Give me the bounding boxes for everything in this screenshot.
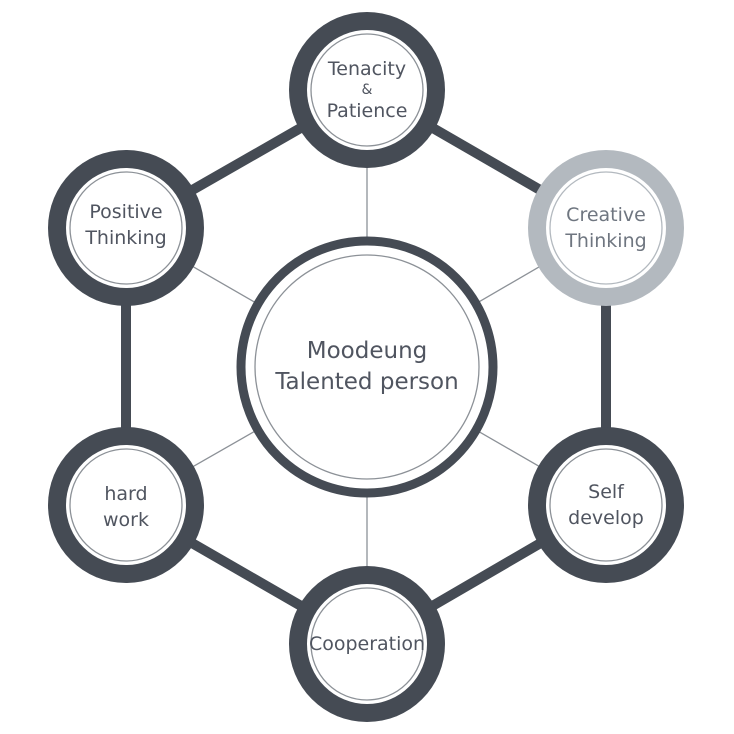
node-lower-left-line2: work — [103, 509, 149, 531]
node-lower-right-line1: Self — [588, 481, 624, 503]
node-top — [289, 12, 445, 168]
node-lower-left-line1: hard — [104, 483, 148, 505]
node-top-line1: Tenacity — [327, 58, 407, 80]
node-top-label: Tenacity & Patience — [297, 56, 437, 124]
node-upper-right-label: Creative Thinking — [536, 202, 676, 254]
node-lower-right-line2: develop — [568, 507, 644, 529]
node-lower-left-label: hard work — [56, 481, 196, 533]
node-upper-left-label: Positive Thinking — [56, 199, 196, 251]
node-bottom — [289, 566, 445, 722]
center-label: Moodeung Talented person — [247, 336, 487, 398]
node-top-line2: & — [361, 82, 373, 98]
node-upper-right-line2: Thinking — [565, 230, 647, 252]
node-upper-left-line1: Positive — [89, 201, 163, 223]
center-node — [236, 236, 498, 498]
node-top-line3: Patience — [326, 100, 408, 122]
node-upper-left-line2: Thinking — [85, 227, 167, 249]
node-upper-left — [48, 150, 204, 306]
node-lower-left — [48, 427, 204, 583]
node-bottom-line1: Cooperation — [308, 633, 426, 655]
node-upper-right-line1: Creative — [566, 204, 646, 226]
center-label-line1: Moodeung — [306, 338, 428, 364]
node-bottom-label: Cooperation — [297, 631, 437, 657]
node-upper-right — [528, 150, 684, 306]
node-lower-right-label: Self develop — [536, 479, 676, 531]
node-lower-right — [528, 427, 684, 583]
center-label-line2: Talented person — [275, 369, 459, 395]
